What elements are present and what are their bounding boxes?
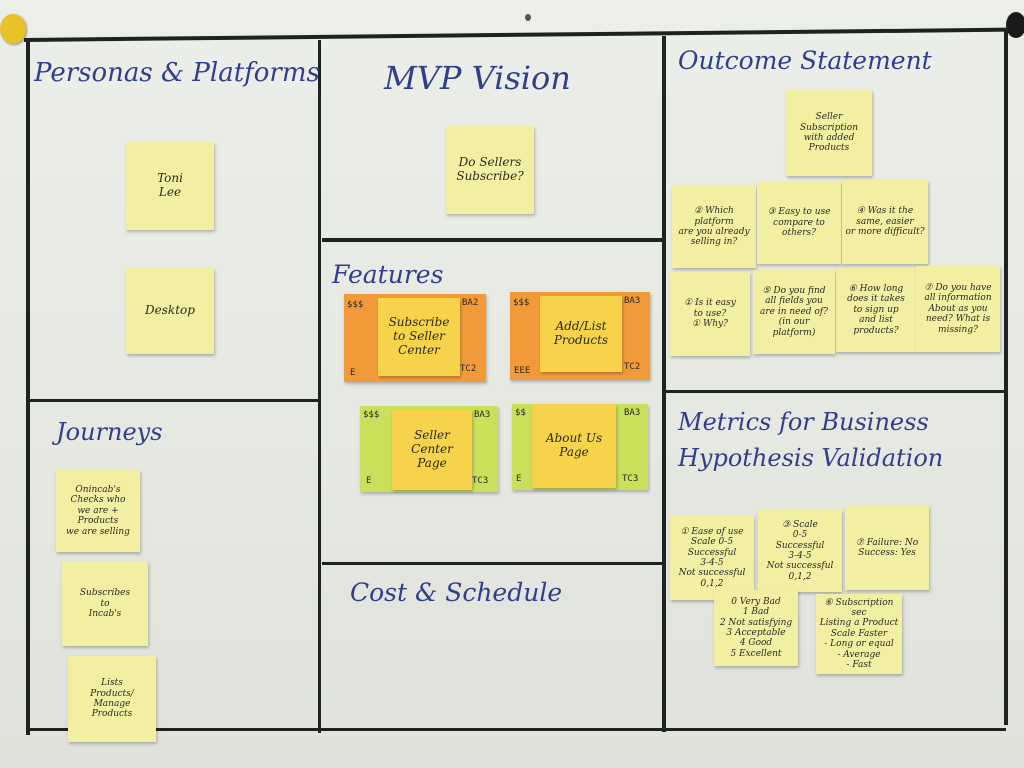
feature-effort-tag: E: [366, 476, 371, 486]
journey-sticky-note: Onincab's Checks who we are + Products w…: [56, 470, 140, 552]
feature-label-note: About Us Page: [532, 404, 616, 488]
feature-card: Seller Center Page $$$ BA3 E TC3: [360, 406, 498, 492]
column-divider-1: [318, 40, 321, 733]
feature-card: Subscribe to Seller Center $$$ BA2 E TC2: [344, 294, 486, 382]
features-cost-divider: [322, 562, 664, 565]
metrics-heading-line-1: Metrics for Business: [678, 410, 929, 434]
metric-sticky-note: ③ Scale 0-5 Successful 3-4-5 Not success…: [758, 510, 842, 592]
feature-ba-tag: BA3: [474, 410, 490, 420]
outcome-metrics-divider: [665, 390, 1006, 393]
metrics-heading-line-2: Hypothesis Validation: [678, 446, 943, 470]
metric-sticky-note: ① Ease of use Scale 0-5 Successful 3-4-5…: [670, 516, 754, 600]
yellow-pushpin-icon: [0, 14, 26, 44]
feature-ba-tag: BA3: [624, 296, 640, 306]
mvp-vision-sticky-note: Do Sellers Subscribe?: [446, 126, 534, 214]
feature-effort-tag: E: [350, 368, 355, 378]
column-divider-2: [662, 36, 666, 732]
outcome-question-note: ⑦ Do you have all information About as y…: [916, 266, 1000, 352]
outcome-question-note: ① Is it easy to use? ① Why?: [670, 272, 750, 356]
feature-label-note: Add/List Products: [540, 296, 622, 372]
features-heading: Features: [332, 262, 443, 287]
board-right-border: [1004, 30, 1008, 725]
feature-cost-tag: $$$: [513, 298, 529, 308]
feature-tc-tag: TC3: [472, 476, 488, 486]
outcome-statement-heading: Outcome Statement: [678, 48, 932, 73]
outcome-question-note: ⑥ How long does it takes to sign up and …: [836, 268, 916, 352]
cost-schedule-heading: Cost & Schedule: [350, 580, 562, 605]
outcome-question-note: ③ Easy to use compare to others?: [757, 182, 841, 264]
mvp-vision-heading: MVP Vision: [384, 62, 571, 94]
feature-label-note: Seller Center Page: [392, 410, 472, 490]
feature-ba-tag: BA3: [624, 408, 640, 418]
outcome-question-note: ② Which platform are you already selling…: [672, 186, 756, 268]
feature-cost-tag: $$: [515, 408, 526, 418]
feature-cost-tag: $$$: [347, 300, 363, 310]
metric-scale-note: 0 Very Bad 1 Bad 2 Not satisfying 3 Acce…: [714, 590, 798, 666]
journeys-heading: Journeys: [56, 420, 163, 444]
outcome-question-note: ⑤ Do you find all fields you are in need…: [753, 270, 835, 354]
platform-sticky-note: Desktop: [126, 268, 214, 354]
outcome-question-note: ④ Was it the same, easier or more diffic…: [842, 180, 928, 264]
board-left-border: [26, 40, 30, 735]
mvp-features-divider: [322, 238, 664, 242]
feature-card: Add/List Products $$$ BA3 EEE TC2: [510, 292, 650, 380]
personas-platforms-heading: Personas & Platforms: [34, 60, 320, 86]
outcome-statement-sticky-note: Seller Subscription with added Products: [786, 90, 872, 176]
feature-cost-tag: $$$: [363, 410, 379, 420]
metric-sticky-note: ⑦ Failure: No Success: Yes: [845, 506, 929, 590]
board-top-border: [24, 28, 1009, 42]
black-pushpin-icon: [1006, 12, 1024, 38]
metric-sticky-note: ⑥ Subscription sec Listing a Product Sca…: [816, 594, 902, 674]
feature-tc-tag: TC3: [622, 474, 638, 484]
feature-effort-tag: EEE: [514, 366, 530, 376]
feature-tc-tag: TC2: [460, 364, 476, 374]
feature-card: About Us Page $$ BA3 E TC3: [512, 404, 648, 490]
pin-hole-icon: [525, 14, 531, 21]
journey-sticky-note: Lists Products/ Manage Products: [68, 656, 156, 742]
journey-sticky-note: Subscribes to Incab's: [62, 562, 148, 646]
personas-journeys-divider: [28, 399, 320, 402]
feature-effort-tag: E: [516, 474, 521, 484]
feature-label-note: Subscribe to Seller Center: [378, 298, 460, 376]
feature-tc-tag: TC2: [624, 362, 640, 372]
persona-sticky-note: Toni Lee: [126, 142, 214, 230]
feature-ba-tag: BA2: [462, 298, 478, 308]
board-bottom-border: [26, 728, 1006, 731]
